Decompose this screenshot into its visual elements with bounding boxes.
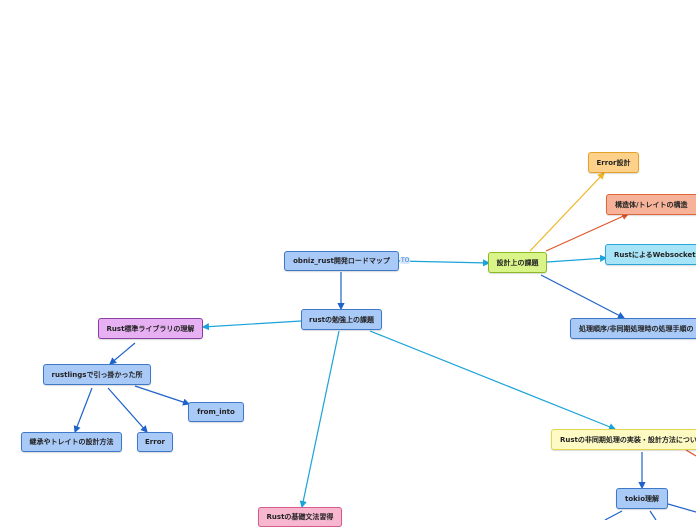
edge-design-asyncorder [540,274,626,319]
node-async-impl[interactable]: Rustの非同期処理の実装・設計方法につい [551,429,696,450]
edge-study-stdlib [201,320,302,331]
edge-rustlings-frominto [134,385,191,406]
node-study[interactable]: rustの勉強上の課題 [301,309,382,330]
edge-asyncimpl-offscreen [685,449,696,457]
node-rustlings[interactable]: rustlingsで引っ掛かった所 [43,364,151,385]
node-design[interactable]: 設計上の課題 [488,252,547,273]
edge-tokio-child-3 [667,503,696,513]
edge-rustlings-inherit [73,387,93,434]
node-basics[interactable]: Rustの基礎文法習得 [258,507,342,527]
edge-design-error [529,172,605,252]
node-tokio[interactable]: tokio理解 [616,488,668,509]
edge-study-asyncimpl [369,330,617,431]
node-root[interactable]: obniz_rust開発ロードマップ [284,251,399,271]
node-struct-trait[interactable]: 構造体/トレイトの構造 [606,194,696,215]
node-error[interactable]: Error [137,432,173,452]
node-error-design[interactable]: Error設計 [588,152,639,173]
node-stdlib[interactable]: Rust標準ライブラリの理解 [98,318,203,339]
node-websocket[interactable]: RustによるWebsocket [605,244,696,265]
edge-design-struct [545,213,630,252]
edge-rustlings-error [107,387,148,433]
edge-design-websocket [546,254,608,263]
node-inherit[interactable]: 継承やトレイトの設計方法 [21,432,122,452]
node-from-into[interactable]: from_into [188,402,244,422]
edge-root-design [397,259,491,267]
edge-stdlib-rustlings [109,342,136,365]
edge-tokio-child-2 [649,510,657,520]
edge-study-basics [299,330,340,509]
edge-label-to: TO [400,257,411,264]
edge-tokio-child-1 [604,510,623,520]
node-async-order[interactable]: 処理順序/非同期処理時の処理手順の [570,318,696,339]
